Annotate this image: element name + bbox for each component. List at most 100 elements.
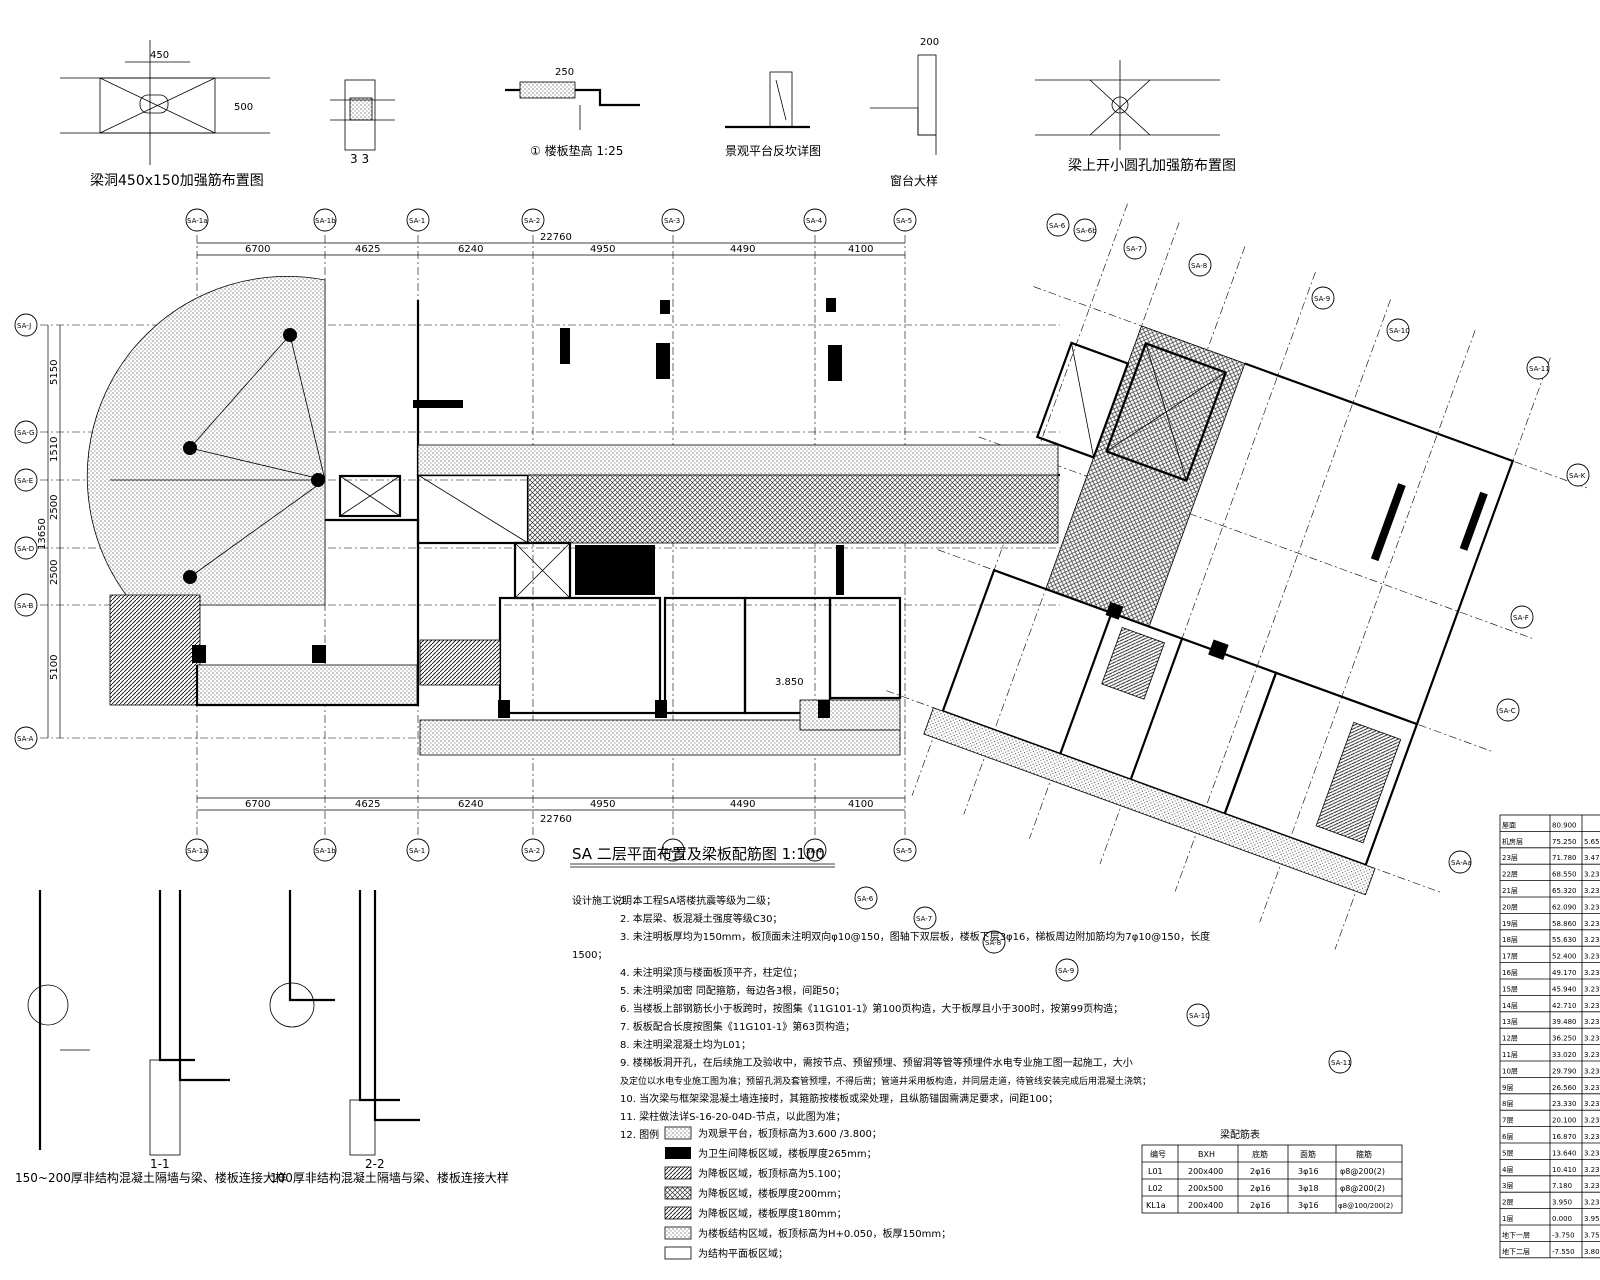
- detail-title-4: 景观平台反坎详图: [725, 143, 821, 158]
- grid-label: SA-7: [916, 915, 932, 923]
- floor-table-cell: 3.230: [1584, 920, 1600, 928]
- grid-bubbles-right-bottom: SA-6 SA-7 SA-8 SA-9 SA-10 SA-11: [854, 886, 1352, 1074]
- grid-label: SA-B: [17, 602, 33, 610]
- floor-table-cell: 机房层: [1502, 837, 1523, 846]
- section-1-1: 1-1: [150, 1157, 170, 1171]
- grid-label: SA-1b: [315, 217, 336, 225]
- note-line: 6. 当楼板上部钢筋长小于板跨时，按图集《11G101-1》第100页构造，大于…: [620, 1002, 1123, 1015]
- beam-cell: L01: [1148, 1167, 1163, 1176]
- legend-5: 为降板区域，楼板厚度180mm；: [698, 1207, 847, 1220]
- detail-title-7: 150~200厚非结构混凝土隔墙与梁、楼板连接大样: [15, 1170, 287, 1185]
- floor-table-cell: 15层: [1502, 985, 1518, 993]
- grid-label: SA-1b: [315, 847, 336, 855]
- grid-label: SA-Aa: [1451, 859, 1472, 867]
- beam-cell: 3φ16: [1298, 1167, 1319, 1176]
- dim-top-6: 4100: [848, 244, 873, 255]
- floor-table-cell: 2层: [1502, 1199, 1513, 1207]
- grid-label: SA-D: [17, 545, 34, 553]
- dim-top-total: 22760: [540, 232, 572, 243]
- floor-table-cell: 16层: [1502, 969, 1518, 977]
- floor-table-cell: 5.650: [1584, 838, 1600, 846]
- grid-label: SA-8: [1191, 262, 1207, 270]
- grid-label: SA-A: [17, 735, 34, 743]
- dim-top-1: 6700: [245, 244, 270, 255]
- floor-plan-wing: [923, 325, 1515, 896]
- floor-table-cell: 3.230: [1584, 1018, 1600, 1026]
- dim-bottom-6: 4100: [848, 799, 873, 810]
- floor-table-cell: 3.230: [1584, 1051, 1600, 1059]
- floor-table-cell: -7.550: [1552, 1248, 1575, 1256]
- beam-cell: φ8@200(2): [1340, 1167, 1385, 1176]
- floor-table-cell: 55.630: [1552, 936, 1577, 944]
- floor-table-cell: 9层: [1502, 1084, 1513, 1092]
- floor-table-cell: 屋面: [1502, 821, 1516, 829]
- detail-title-1: 梁洞450x150加强筋布置图: [90, 172, 264, 189]
- floor-table-cell: 3.230: [1584, 985, 1600, 993]
- floor-table-cell: 3.750: [1584, 1231, 1600, 1239]
- dim-bottom-3: 6240: [458, 799, 483, 810]
- floor-table-cell: 3.800: [1584, 1248, 1600, 1256]
- floor-table-cell: 71.780: [1552, 854, 1577, 862]
- floor-table-cell: 3.230: [1584, 936, 1600, 944]
- floor-table-cell: 7.180: [1552, 1182, 1572, 1190]
- grid-bubbles-top: SA-1a SA-1b SA-1 SA-2 SA-3 SA-4 SA-5: [185, 208, 917, 232]
- beam-th: 编号: [1150, 1149, 1166, 1159]
- note-line: 及定位以水电专业施工图为准；预留孔洞及套管预埋，不得后凿；管道井采用板构造，并同…: [620, 1075, 1151, 1087]
- floor-table-cell: 12层: [1502, 1035, 1518, 1043]
- floor-plan: 3.850: [86, 276, 1060, 756]
- floor-table-cell: 3.230: [1584, 887, 1600, 895]
- beam-cell: 2φ16: [1250, 1201, 1271, 1210]
- floor-table-cell: 3.230: [1584, 1182, 1600, 1190]
- beam-cell: 2φ16: [1250, 1167, 1271, 1176]
- notes-title: 设计施工说明：: [572, 894, 642, 907]
- detail-title-2: 3 3: [350, 152, 369, 166]
- dim-top-5: 4490: [730, 244, 755, 255]
- floor-table-cell: 65.320: [1552, 887, 1577, 895]
- floor-table-cell: 75.250: [1552, 838, 1577, 846]
- floor-table-cell: 62.090: [1552, 903, 1577, 911]
- beam-table-title: 梁配筋表: [1220, 1128, 1260, 1141]
- floor-table-cell: 地下二层: [1502, 1247, 1530, 1256]
- grid-label: SA-5: [896, 217, 912, 225]
- floor-table-cell: 4层: [1502, 1166, 1513, 1174]
- detail-title-6: 梁上开小圆孔加强筋布置图: [1068, 157, 1236, 174]
- grid-label: SA-10: [1389, 327, 1410, 335]
- dim-bottom-2: 4625: [355, 799, 380, 810]
- grid-label: SA-1: [409, 847, 425, 855]
- beam-cell: 200x500: [1188, 1184, 1223, 1193]
- beam-th: 面筋: [1300, 1149, 1316, 1159]
- beam-th: 箍筋: [1356, 1149, 1372, 1159]
- legend-6: 为楼板结构区域，板顶标高为H+0.050，板厚150mm；: [698, 1227, 951, 1240]
- floor-table-cell: 0.000: [1552, 1215, 1572, 1223]
- dim-left-3: 2500: [49, 495, 60, 520]
- beam-cell: 3φ18: [1298, 1184, 1319, 1193]
- floor-table-cell: 3.230: [1584, 1084, 1600, 1092]
- beam-th: BXH: [1198, 1150, 1215, 1159]
- dim-bottom-4: 4950: [590, 799, 615, 810]
- dim-top-4: 4950: [590, 244, 615, 255]
- floor-table-cell: 45.940: [1552, 985, 1577, 993]
- note-line: 5. 未注明梁加密 同配箍筋，每边各3根，间距50；: [620, 984, 845, 997]
- grid-bubbles-bottom: SA-1a SA-1b SA-1 SA-2 SA-3 SA-4 SA-5: [185, 838, 917, 862]
- beam-cell: 200x400: [1188, 1201, 1223, 1210]
- dim-left-2: 1510: [49, 437, 60, 462]
- grid-label: SA-G: [17, 429, 34, 437]
- detail-windowsill: 200 窗台大样: [870, 37, 939, 188]
- grid-label: SA-1: [409, 217, 425, 225]
- svg-text:500: 500: [234, 102, 253, 113]
- legend-3: 为降板区域，板顶标高为5.100；: [698, 1167, 847, 1180]
- floor-table-cell: 13层: [1502, 1018, 1518, 1026]
- floor-table-cell: 3层: [1502, 1182, 1513, 1190]
- grid-label: SA-9: [1058, 967, 1074, 975]
- note-line: 7. 板板配合长度按图集《11G101-1》第63页构造；: [620, 1020, 855, 1033]
- grid-label: SA-K: [1569, 472, 1586, 480]
- note-line: 2. 本层梁、板混凝土强度等级C30；: [620, 912, 782, 925]
- grid-label: SA-1a: [187, 847, 207, 855]
- dim-bottom-total: 22760: [540, 814, 572, 825]
- detail-slab-raise: 250 ① 楼板垫高 1:25: [505, 67, 640, 158]
- svg-text:450: 450: [150, 50, 169, 61]
- floor-table-cell: 19层: [1502, 920, 1518, 928]
- floor-table-cell: 3.230: [1584, 969, 1600, 977]
- dim-left-4: 2500: [49, 560, 60, 585]
